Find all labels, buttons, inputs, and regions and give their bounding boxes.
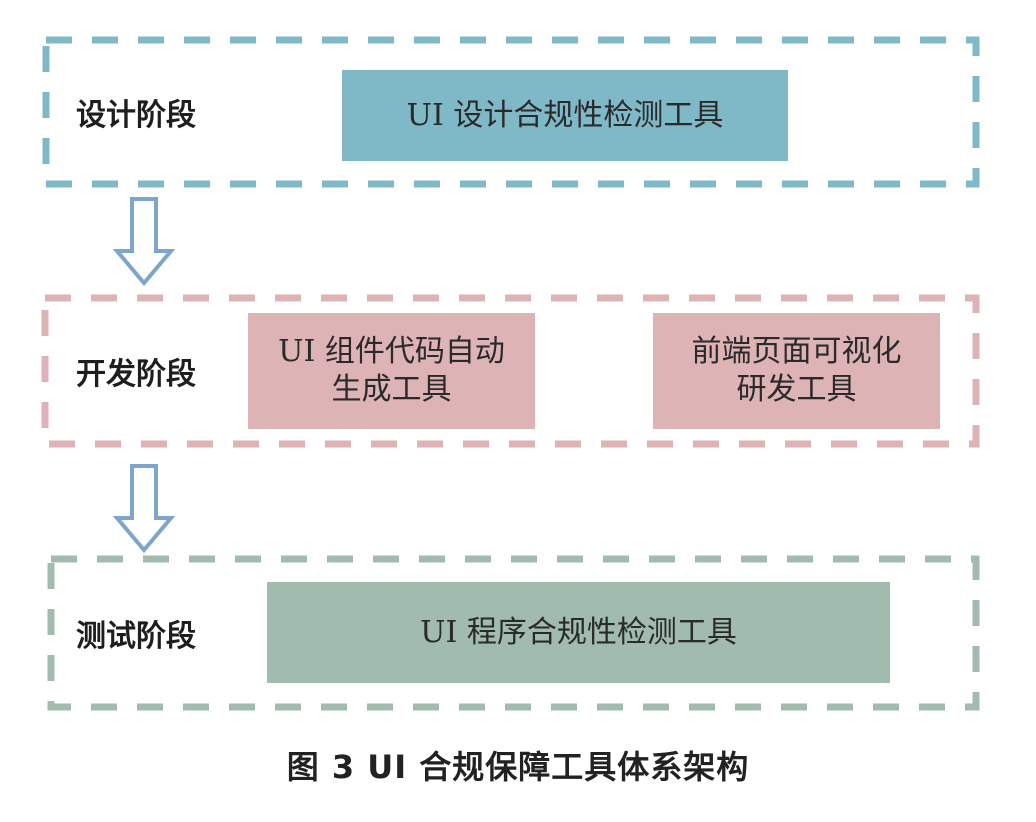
- stage-test-border: [47, 555, 980, 711]
- stage-label: 测试阶段: [76, 619, 196, 654]
- stage-label: 开发阶段: [76, 357, 196, 392]
- tool-label: UI 组件代码自动 生成工具: [278, 334, 505, 407]
- stage-develop-border: [41, 294, 980, 448]
- dashed-border: [42, 36, 980, 188]
- stage-design-border: [42, 36, 980, 188]
- stage-develop: 开发阶段 UI 组件代码自动 生成工具 前端页面可视化 研发工具: [41, 294, 980, 448]
- tool-label: UI 程序合规性检测工具: [420, 614, 737, 650]
- stage-label: 设计阶段: [76, 98, 196, 133]
- stage-test: 测试阶段 UI 程序合规性检测工具: [47, 555, 980, 711]
- tool-box-ui-program-compliance: UI 程序合规性检测工具: [267, 582, 890, 683]
- down-arrow-icon: [113, 464, 175, 554]
- stage-design: 设计阶段 UI 设计合规性检测工具: [42, 36, 980, 188]
- tool-label: UI 设计合规性检测工具: [406, 97, 724, 133]
- dashed-border: [41, 294, 980, 448]
- figure-caption: 图 3 UI 合规保障工具体系架构: [286, 748, 750, 786]
- tool-label: 前端页面可视化 研发工具: [691, 334, 902, 407]
- tool-box-frontend-visual-dev: 前端页面可视化 研发工具: [653, 313, 940, 429]
- dashed-border: [47, 555, 980, 711]
- tool-box-ui-design-compliance: UI 设计合规性检测工具: [342, 70, 788, 161]
- tool-box-ui-component-codegen: UI 组件代码自动 生成工具: [248, 313, 535, 429]
- down-arrow-icon: [113, 197, 175, 287]
